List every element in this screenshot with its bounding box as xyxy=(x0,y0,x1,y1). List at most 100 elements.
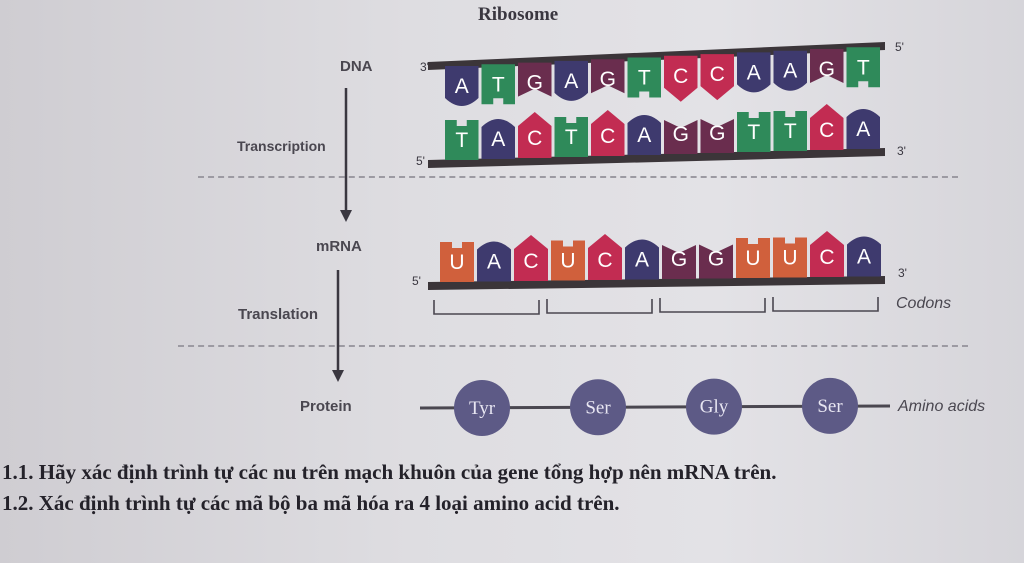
divider-transcription xyxy=(198,176,958,178)
dna-bottom-base-11 xyxy=(846,109,880,149)
mrna-base-5 xyxy=(625,239,659,280)
dna-bottom-backbone xyxy=(428,148,885,168)
mrna-base-2 xyxy=(514,235,548,281)
dna-bottom-base-9 xyxy=(773,111,807,151)
mrna-left-end: 5' xyxy=(412,274,421,288)
dna-top-base-0 xyxy=(445,66,479,106)
mrna-base-label-4: C xyxy=(597,249,612,272)
dna-top-base-label-11: T xyxy=(857,56,870,79)
dna-bottom-base-1 xyxy=(481,119,515,159)
dna-bottom-base-4 xyxy=(591,110,625,156)
mrna-base-label-6: G xyxy=(671,248,687,271)
transcription-arrow-head xyxy=(340,210,352,222)
mrna-base-label-0: U xyxy=(449,251,464,274)
amino-acid-label-3: Ser xyxy=(817,396,843,417)
dna-bottom-base-label-8: T xyxy=(747,121,760,144)
dna-top-base-2 xyxy=(518,62,552,97)
codon-bracket-0 xyxy=(433,300,540,315)
mrna-base-label-1: A xyxy=(487,251,501,274)
dna-bottom-base-label-3: T xyxy=(565,126,578,149)
codon-bracket-1 xyxy=(546,299,653,314)
dna-bottom-right-end: 3' xyxy=(897,144,906,158)
dna-bottom-base-3 xyxy=(554,117,588,157)
dna-top-base-7 xyxy=(700,54,734,101)
mrna-base-label-9: U xyxy=(782,247,797,270)
dna-bottom-base-label-11: A xyxy=(856,118,870,141)
question-1-1: 1.1. Hãy xác định trình tự các nu trên m… xyxy=(2,460,777,484)
dna-bottom-base-label-5: A xyxy=(637,124,651,147)
dna-top-base-label-2: G xyxy=(527,72,543,95)
dna-bottom-base-label-4: C xyxy=(600,125,615,148)
transcription-label: Transcription xyxy=(237,138,326,154)
dna-top-base-10 xyxy=(810,49,844,83)
dna-top-base-label-9: A xyxy=(783,60,797,83)
amino-acid-0 xyxy=(454,380,510,436)
dna-label: DNA xyxy=(340,58,373,75)
dna-bottom-base-label-2: C xyxy=(527,127,542,150)
mrna-base-11 xyxy=(847,236,881,277)
amino-acid-2 xyxy=(686,378,742,435)
mrna-base-label-5: A xyxy=(635,249,649,272)
codon-bracket-3 xyxy=(772,297,879,312)
amino-acid-label-1: Ser xyxy=(585,397,611,418)
dna-bottom-base-8 xyxy=(737,112,771,152)
mrna-base-label-3: U xyxy=(560,250,575,273)
dna-top-base-label-8: A xyxy=(747,61,761,84)
dna-top-base-6 xyxy=(664,55,698,102)
mrna-base-8 xyxy=(736,238,770,278)
dna-bottom-base-2 xyxy=(518,112,552,158)
mrna-base-label-11: A xyxy=(857,246,871,269)
dna-bottom-base-label-9: T xyxy=(784,120,797,143)
dna-bottom-base-7 xyxy=(700,119,734,153)
divider-translation xyxy=(178,345,968,347)
codon-brackets xyxy=(433,297,879,315)
dna-bottom-base-10 xyxy=(810,104,844,150)
dna-bottom-base-6 xyxy=(664,120,698,154)
dna-top-base-label-6: C xyxy=(673,65,688,88)
dna-top-left-end: 3' xyxy=(420,60,429,74)
translation-label: Translation xyxy=(238,306,319,323)
dna-bottom-base-5 xyxy=(627,115,661,155)
mrna-base-label-8: U xyxy=(745,247,760,270)
dna-top-base-label-3: A xyxy=(564,70,578,93)
amino-acid-1 xyxy=(570,379,626,436)
protein-label: Protein xyxy=(300,398,352,415)
mrna-base-label-7: G xyxy=(708,248,724,271)
ribosome-title: Ribosome xyxy=(478,4,559,25)
translation-arrow-head xyxy=(332,370,344,382)
dna-bottom-left-end: 5' xyxy=(416,154,425,168)
codons-label: Codons xyxy=(896,295,952,312)
mrna-backbone xyxy=(428,276,885,290)
dna-bottom-base-0 xyxy=(445,120,479,160)
mrna-base-10 xyxy=(810,231,844,277)
amino-acid-label-2: Gly xyxy=(700,397,729,418)
protein-chain: Tyr Ser Gly Ser xyxy=(419,377,891,436)
dna-top-base-label-5: T xyxy=(638,67,651,90)
amino-acid-label-0: Tyr xyxy=(469,398,496,419)
codon-bracket-2 xyxy=(659,298,766,313)
mrna-label: mRNA xyxy=(316,238,362,255)
dna-top-base-9 xyxy=(773,50,807,91)
mrna-base-0 xyxy=(440,242,474,282)
dna-top-base-4 xyxy=(591,59,625,94)
dna-top-base-3 xyxy=(554,60,588,101)
dna-top-base-label-4: G xyxy=(600,68,616,91)
dna-bottom-base-label-1: A xyxy=(491,128,505,151)
dna-bottom-base-label-6: G xyxy=(673,123,689,146)
dna-bottom-base-label-0: T xyxy=(455,129,468,152)
mrna-base-label-10: C xyxy=(819,246,834,269)
dna-bottom-base-label-7: G xyxy=(709,122,725,145)
mrna-base-6 xyxy=(662,245,696,279)
amino-acids-label: Amino acids xyxy=(898,398,986,415)
dna-top-right-end: 5' xyxy=(895,40,904,54)
mrna-base-7 xyxy=(699,244,733,279)
dna-bottom-base-label-10: C xyxy=(819,119,834,142)
mrna-base-label-2: C xyxy=(523,250,538,273)
dna-top-base-11 xyxy=(846,47,880,88)
dna-top-base-1 xyxy=(481,64,515,105)
mrna-base-1 xyxy=(477,241,511,282)
dna-top-base-8 xyxy=(737,52,771,93)
